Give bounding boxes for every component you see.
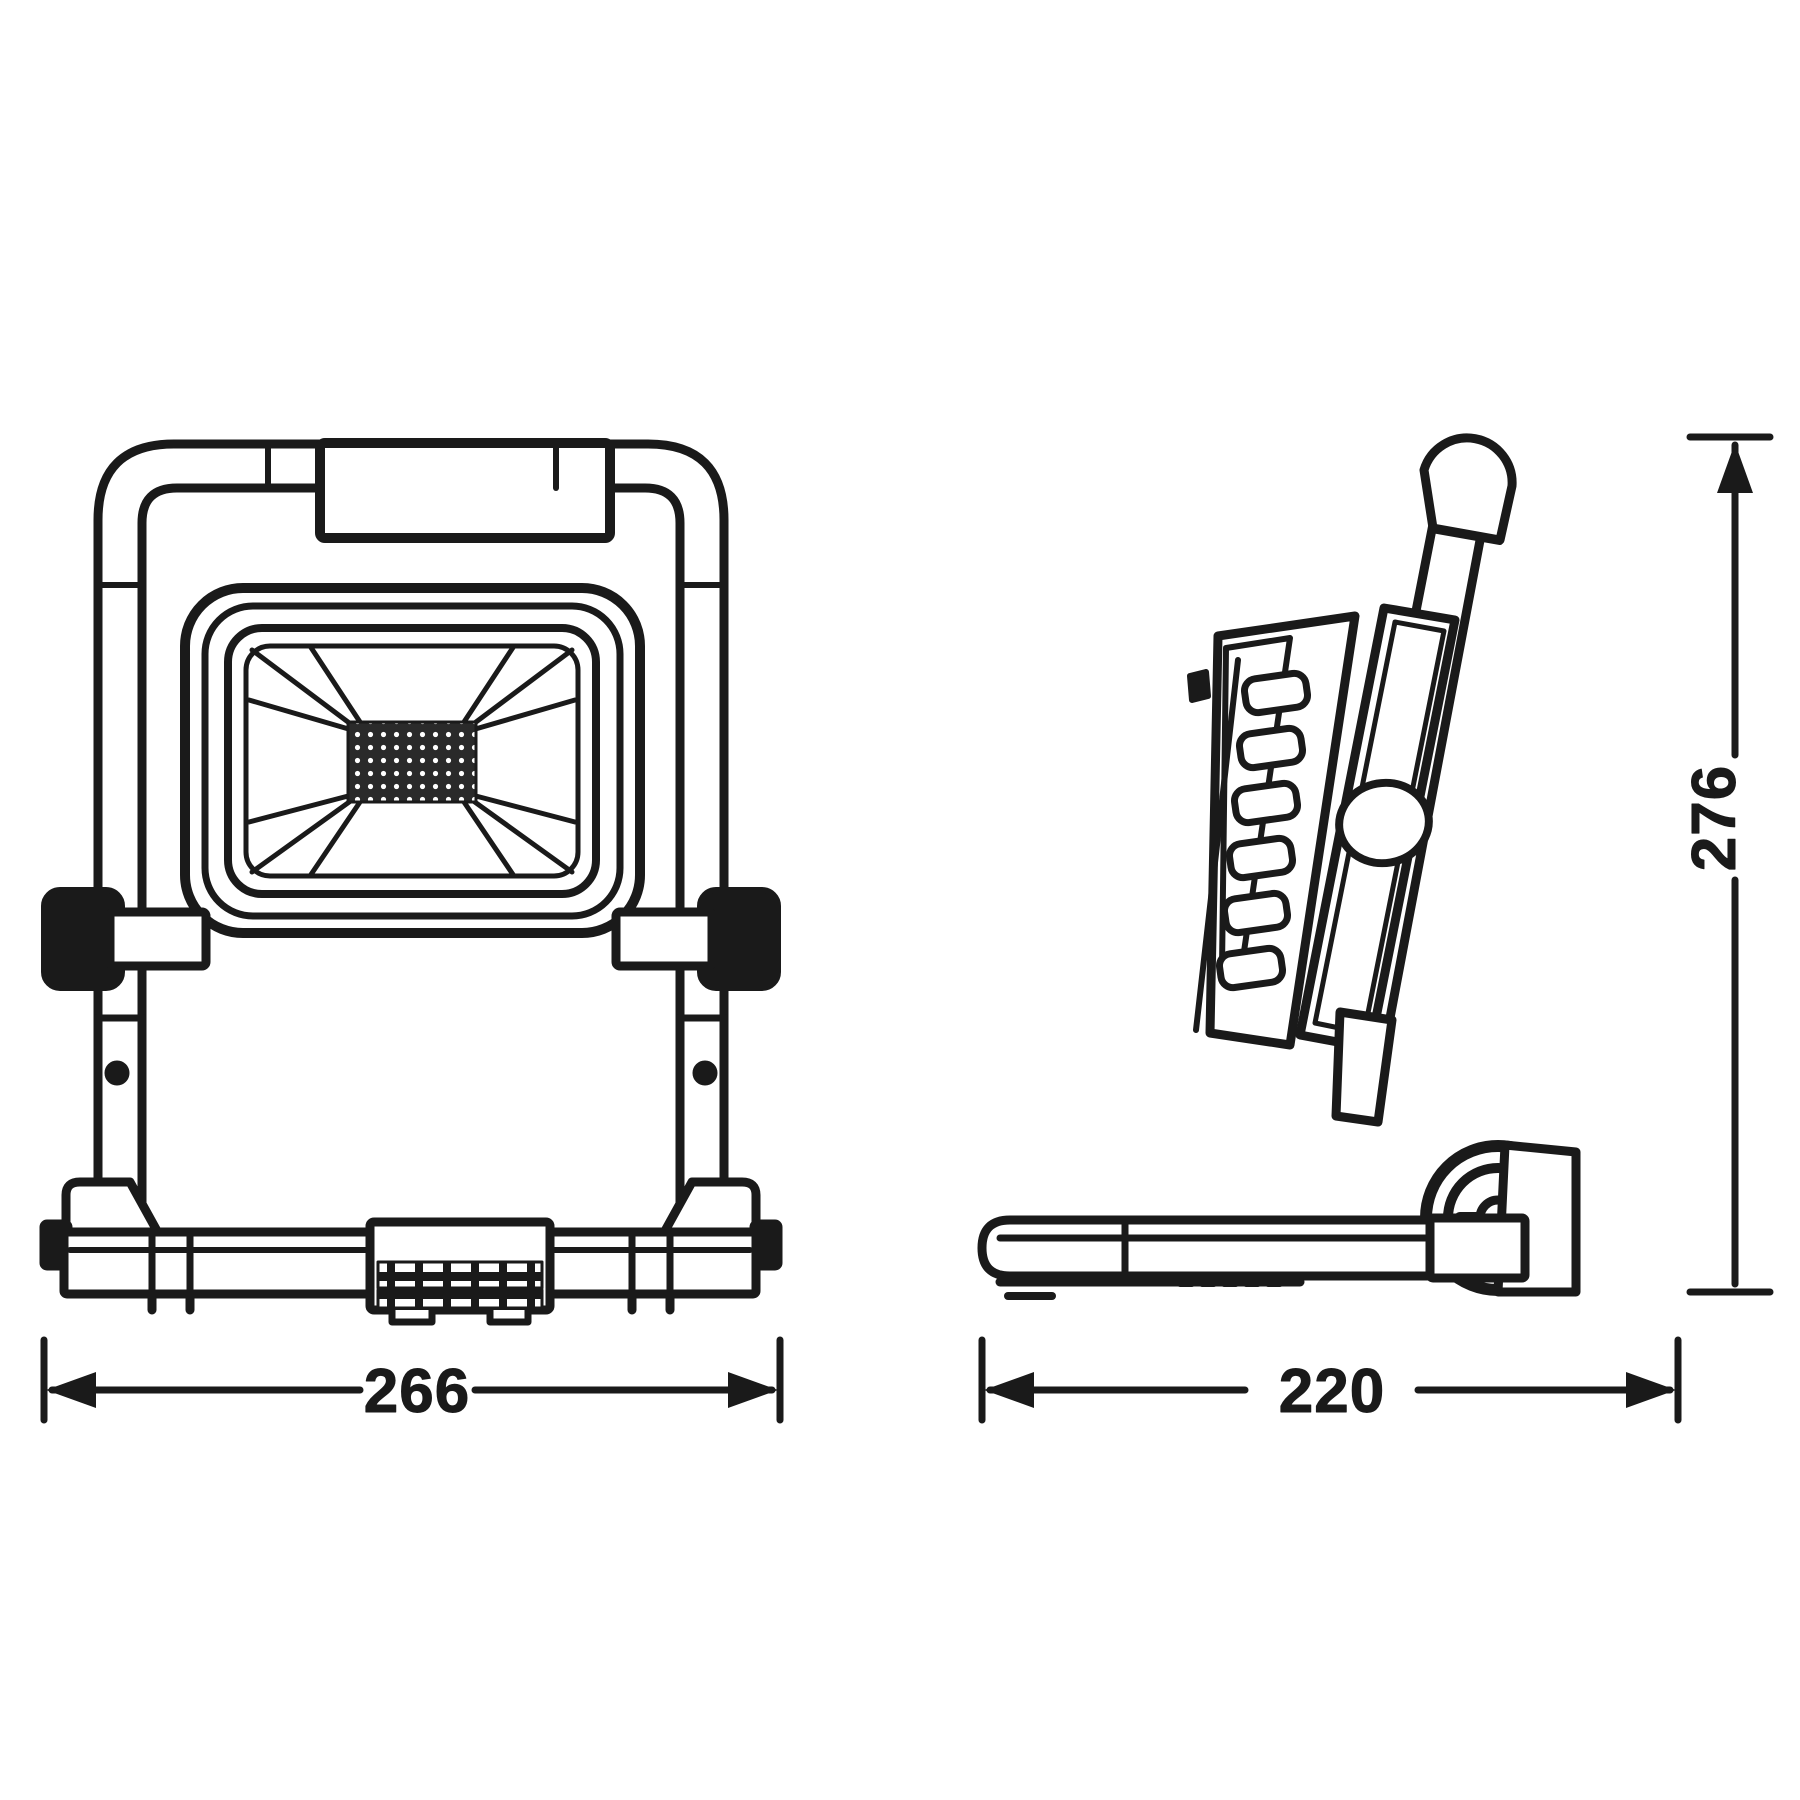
led-array-mesh — [346, 720, 478, 804]
side-tilt-arm — [1331, 1007, 1397, 1127]
dimension-266: 266 — [40, 1336, 784, 1427]
handle-grip-sleeve — [315, 438, 615, 543]
side-base-bar — [977, 1215, 1529, 1300]
power-button — [1335, 778, 1433, 868]
side-view — [977, 433, 1581, 1300]
control-module[interactable] — [365, 1217, 555, 1326]
cooling-fins — [1187, 611, 1360, 1050]
dimension-276: 276 — [1680, 433, 1774, 1296]
base-leg-joints — [148, 1228, 674, 1298]
handle-joint-lines — [95, 441, 727, 588]
front-view — [39, 438, 783, 1326]
dimension-266-label: 266 — [364, 1357, 470, 1426]
tilt-knob-right[interactable] — [611, 887, 781, 991]
tilt-knob-left[interactable] — [41, 887, 211, 991]
dimension-276-label: 276 — [1680, 765, 1749, 871]
dimension-220-label: 220 — [1279, 1357, 1385, 1426]
side-base-endcap — [1425, 1213, 1530, 1283]
reflector-facets — [246, 643, 578, 879]
dimension-220: 220 — [978, 1336, 1682, 1427]
